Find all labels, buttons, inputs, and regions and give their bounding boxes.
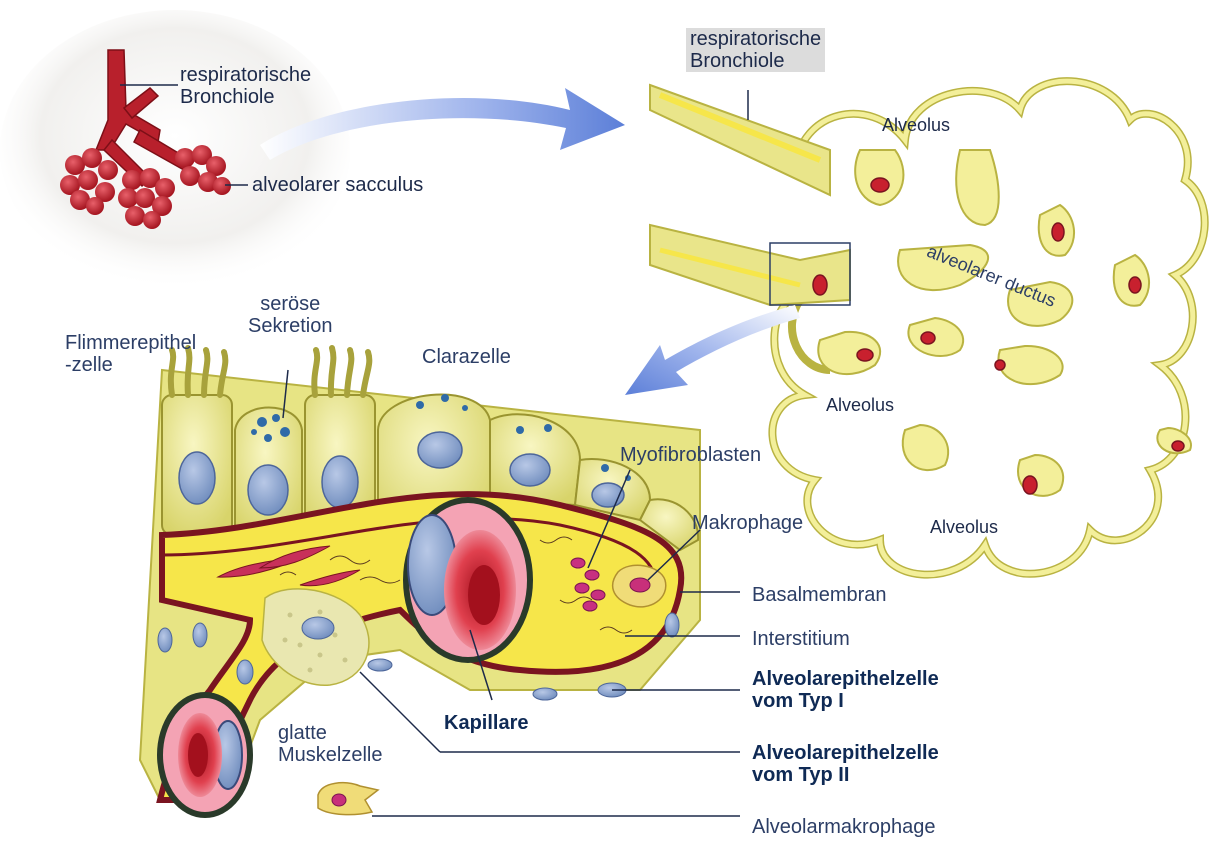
label-overview-bronchiole: respiratorische Bronchiole — [180, 64, 311, 108]
label-line: -zelle — [65, 354, 196, 376]
capillary-small — [160, 695, 250, 815]
label-kapillare: Kapillare — [444, 712, 528, 734]
label-alveolus-bottom: Alveolus — [930, 516, 998, 538]
capillary-large — [406, 500, 530, 660]
label-line: Flimmerepithel — [65, 332, 196, 354]
label-makrophage: Makrophage — [692, 512, 803, 534]
alveolar-macrophage-cell — [318, 783, 378, 815]
label-clarazelle: Clarazelle — [422, 346, 511, 368]
label-line: glatte — [278, 722, 382, 744]
label-line: Alveolarepithelzelle — [752, 668, 939, 690]
label-line: respiratorische — [180, 64, 311, 86]
label-line: vom Typ II — [752, 764, 939, 786]
label-typ2: Alveolarepithelzelle vom Typ II — [752, 742, 939, 786]
label-alveolarmakrophage: Alveolarmakrophage — [752, 816, 935, 838]
label-alveolus-top: Alveolus — [882, 114, 950, 136]
label-seroese-sekretion: seröse Sekretion — [248, 293, 333, 337]
label-line: respiratorische — [690, 28, 821, 50]
label-acinus-bronchiole: respiratorische Bronchiole — [686, 28, 825, 72]
label-line: seröse — [248, 293, 333, 315]
label-glatte-muskelzelle: glatte Muskelzelle — [278, 722, 382, 766]
label-overview-sacculus: alveolarer sacculus — [252, 174, 423, 196]
tissue-detail-section — [140, 348, 740, 816]
label-alveolus-middle: Alveolus — [826, 394, 894, 416]
label-flimmerepithel: Flimmerepithel -zelle — [65, 332, 196, 376]
label-line: Alveolarepithelzelle — [752, 742, 939, 764]
label-myofibroblasten: Myofibroblasten — [620, 444, 761, 466]
label-interstitium: Interstitium — [752, 628, 850, 650]
label-line: vom Typ I — [752, 690, 939, 712]
label-basalmembran: Basalmembran — [752, 584, 887, 606]
label-line: Bronchiole — [690, 50, 821, 72]
label-line: Bronchiole — [180, 86, 311, 108]
label-line: Sekretion — [248, 315, 333, 337]
bronchial-tree-overview — [0, 10, 350, 290]
label-line: Muskelzelle — [278, 744, 382, 766]
label-typ1: Alveolarepithelzelle vom Typ I — [752, 668, 939, 712]
